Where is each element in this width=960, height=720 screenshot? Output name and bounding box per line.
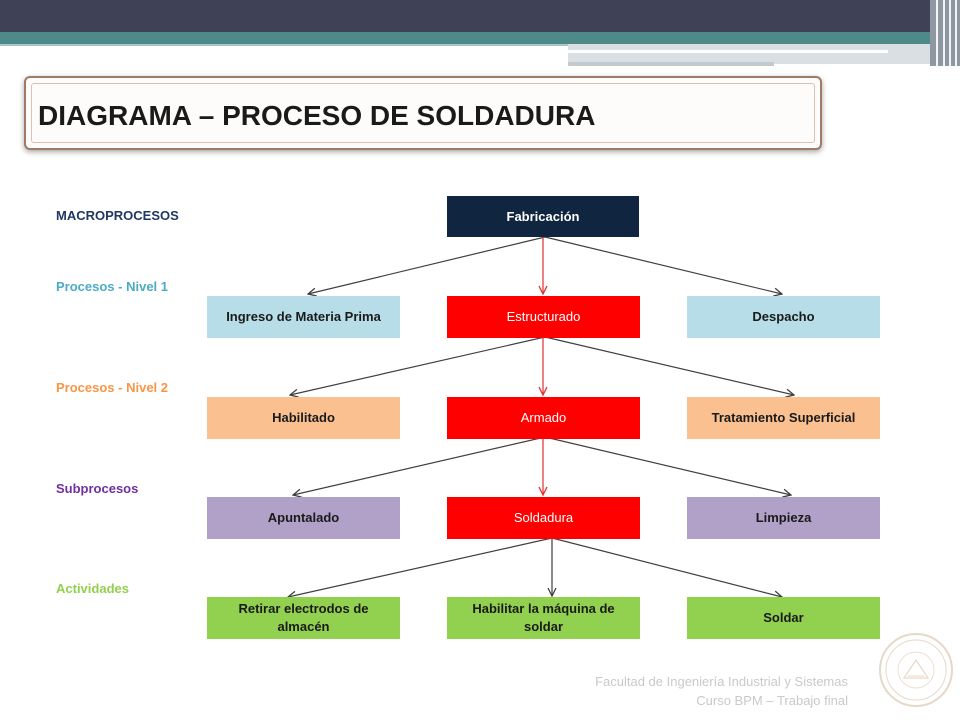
edge-fabricacion-despacho (544, 236, 782, 294)
university-seal-icon (879, 633, 953, 707)
node-despacho: Despacho (687, 296, 880, 338)
level-label-actividades: Actividades (56, 581, 129, 596)
node-fabricacion: Fabricación (447, 196, 639, 237)
level-label-subprocesos: Subprocesos (56, 481, 139, 496)
edge-estructurado-tratamiento (544, 336, 794, 395)
header-ribbon-shadow (568, 62, 774, 66)
title-inner-border (31, 83, 815, 143)
node-habilitado: Habilitado (207, 397, 400, 439)
node-habilitar-maquina: Habilitar la máquina de soldar (447, 597, 640, 639)
level-label-procesos-nivel-1: Procesos - Nivel 1 (56, 279, 168, 294)
node-apuntalado: Apuntalado (207, 497, 400, 539)
node-soldadura: Soldadura (447, 497, 640, 539)
node-armado: Armado (447, 397, 640, 439)
edge-soldadura-retirar (288, 537, 553, 597)
node-estructurado: Estructurado (447, 296, 640, 338)
level-label-macroprocesos: MACROPROCESOS (56, 208, 179, 223)
header-accent-line (0, 44, 568, 46)
header-corner-stripes (930, 0, 960, 66)
edge-estructurado-habilitado (290, 336, 546, 395)
header-ribbon (568, 44, 930, 64)
node-tratamiento-superficial: Tratamiento Superficial (687, 397, 880, 439)
title-box: DIAGRAMA – PROCESO DE SOLDADURA (24, 76, 822, 150)
edge-armado-apuntalado (293, 436, 546, 495)
edge-armado-limpieza (544, 436, 791, 495)
node-limpieza: Limpieza (687, 497, 880, 539)
page-title: DIAGRAMA – PROCESO DE SOLDADURA (38, 100, 596, 131)
footer: Facultad de Ingeniería Industrial y Sist… (595, 672, 848, 710)
header-bar (0, 0, 960, 32)
edge-soldadura-soldar (551, 537, 782, 597)
node-soldar: Soldar (687, 597, 880, 639)
level-label-procesos-nivel-2: Procesos - Nivel 2 (56, 380, 168, 395)
edge-fabricacion-ingreso (308, 236, 546, 294)
footer-course: Curso BPM – Trabajo final (696, 693, 848, 708)
footer-faculty: Facultad de Ingeniería Industrial y Sist… (595, 674, 848, 689)
header-accent-band (0, 32, 930, 44)
node-ingreso-materia-prima: Ingreso de Materia Prima (207, 296, 400, 338)
node-retirar-electrodos: Retirar electrodos de almacén (207, 597, 400, 639)
header-ribbon-highlight (568, 50, 888, 53)
